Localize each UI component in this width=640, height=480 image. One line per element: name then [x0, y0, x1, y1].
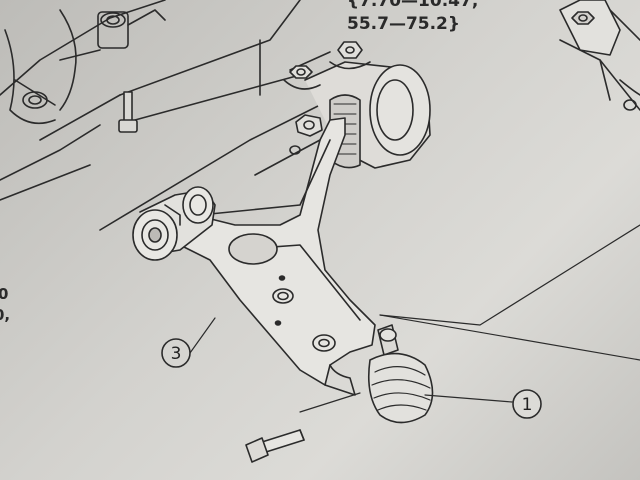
callout-1: 1 — [512, 389, 542, 419]
torque-spec-line-1: {7.70—10.47, — [347, 0, 479, 11]
rear-mount-bracket — [4, 9, 166, 125]
margin-text-line-2: 0, — [0, 306, 11, 324]
ball-joint — [367, 324, 434, 424]
leader-lines — [189, 224, 640, 413]
callout-3: 3 — [161, 338, 191, 368]
bushing-nuts — [283, 41, 371, 137]
mount-bolt — [118, 91, 138, 133]
torque-spec-line-2: 55.7—75.2} — [347, 14, 460, 34]
callout-1-number: 1 — [522, 395, 533, 415]
ball-joint-bolt — [245, 429, 305, 463]
right-bracket — [559, 0, 640, 111]
front-bushing — [132, 186, 216, 261]
margin-text-line-1: 0 — [0, 285, 9, 303]
lower-control-arm — [174, 117, 376, 396]
callout-3-number: 3 — [171, 344, 182, 364]
